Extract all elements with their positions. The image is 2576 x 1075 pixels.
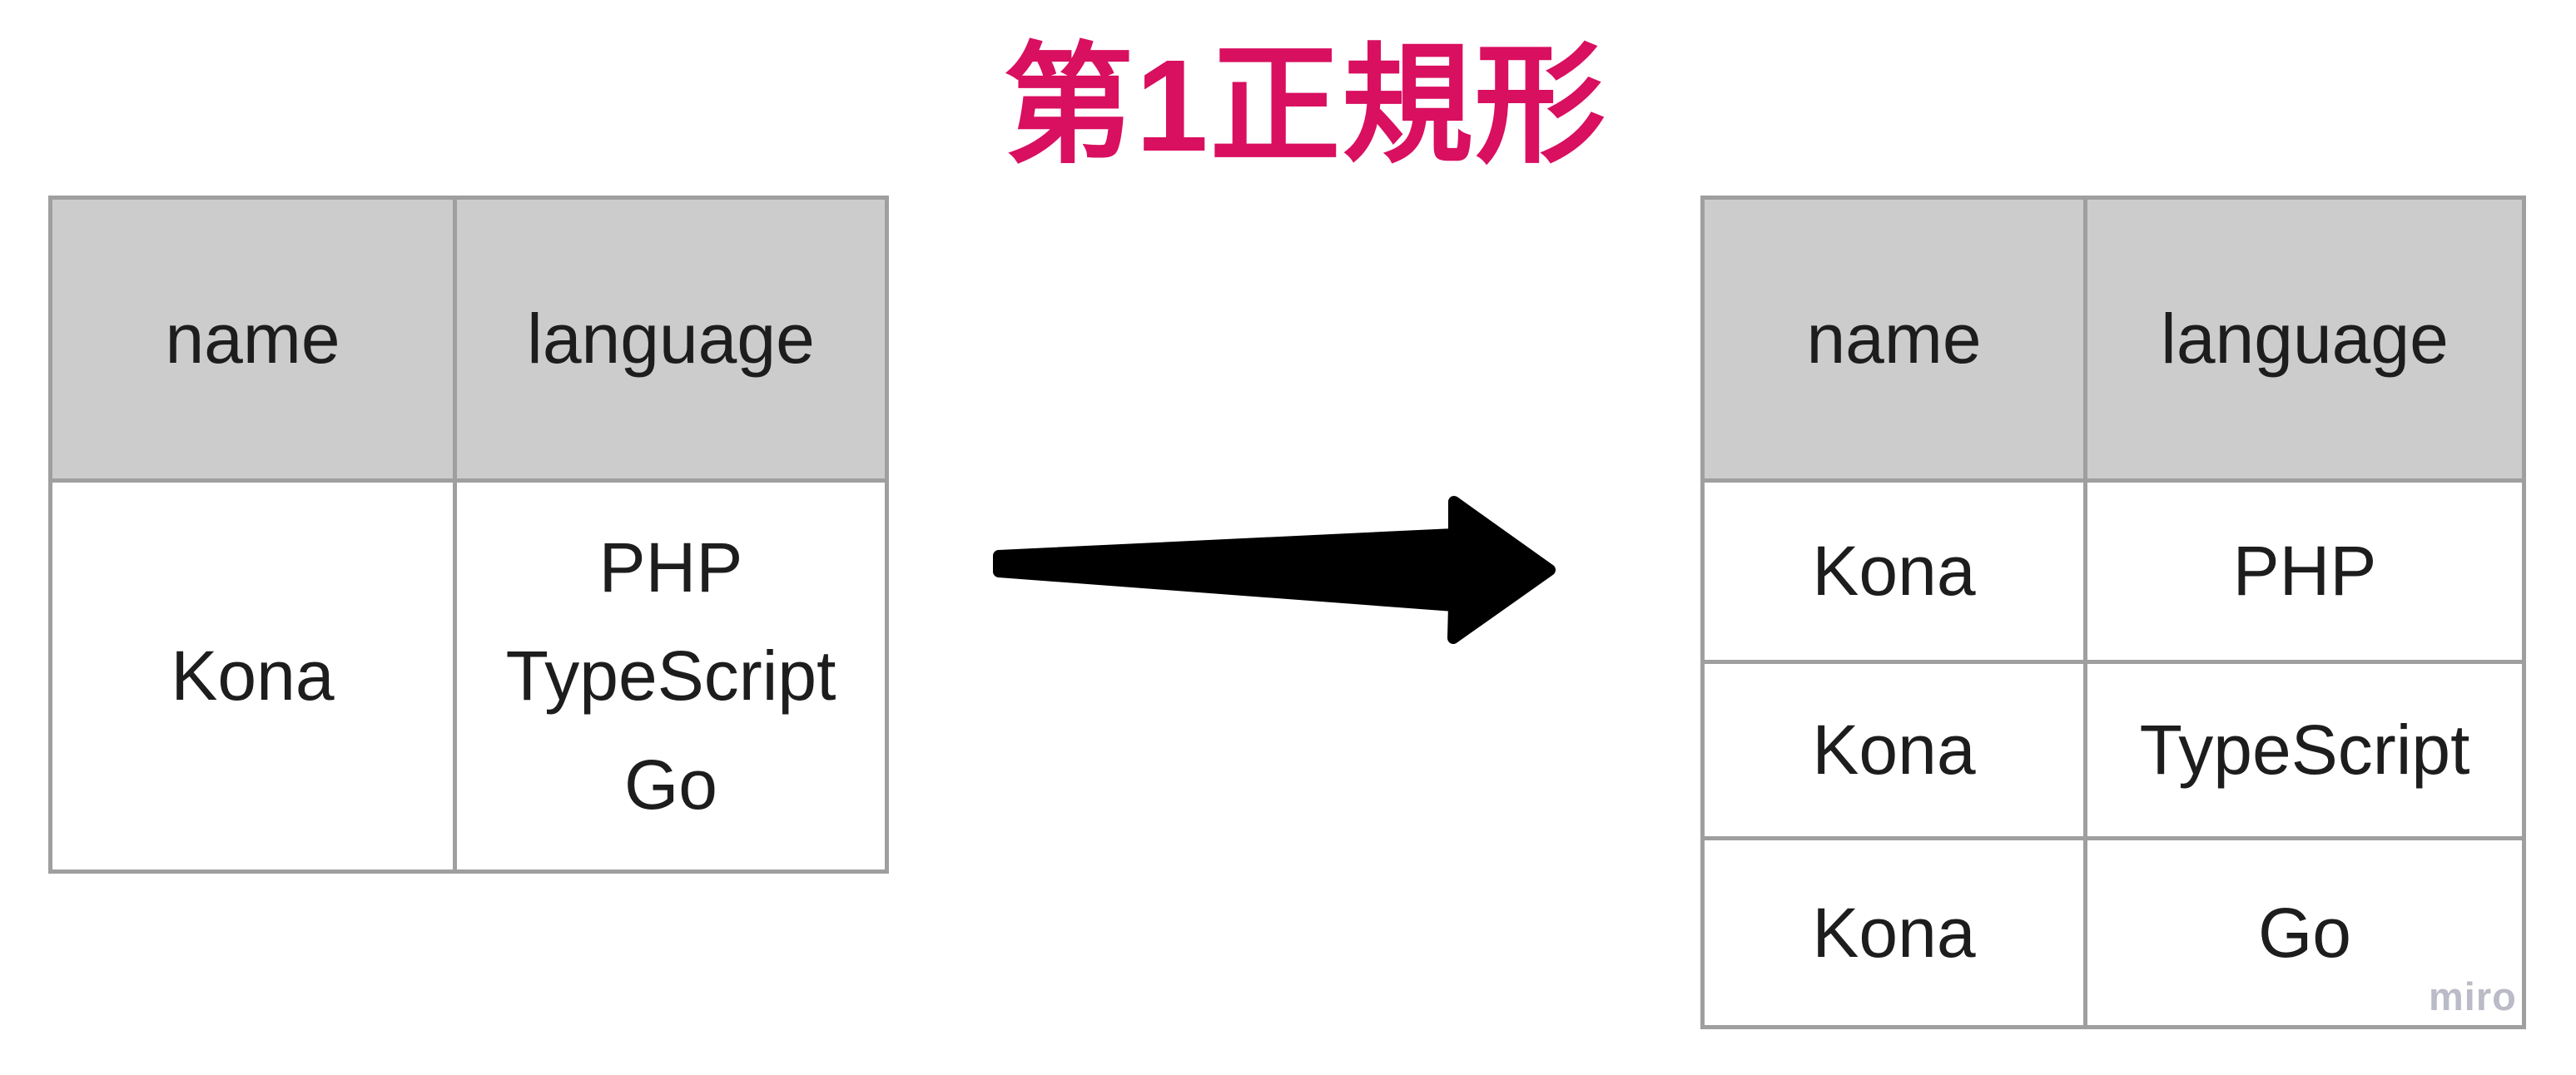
table-row: Kona TypeScript	[1700, 660, 2526, 840]
language-value: PHP	[598, 528, 743, 607]
table-header-row: name language	[1700, 196, 2526, 483]
cell-name: Kona	[1700, 836, 2087, 1029]
column-header-language: language	[2083, 196, 2526, 483]
cell-name: Kona	[1700, 660, 2087, 840]
cell-language: TypeScript	[2083, 660, 2526, 840]
language-value: TypeScript	[505, 637, 836, 716]
cell-language: Go	[2083, 836, 2526, 1029]
column-header-name: name	[48, 196, 457, 483]
cell-language: PHP	[2083, 478, 2526, 664]
table-row: Kona PHP	[1700, 478, 2526, 664]
miro-watermark-logo: miro	[2429, 974, 2517, 1018]
page-title: 第1正規形	[1003, 33, 1607, 179]
column-header-language: language	[453, 196, 889, 483]
cell-name: Kona	[1700, 478, 2087, 664]
language-value: Go	[623, 745, 718, 824]
table-row: Kona Go	[1700, 836, 2526, 1029]
table-row: Kona PHP TypeScript Go	[48, 478, 889, 874]
column-header-name: name	[1700, 196, 2087, 483]
cell-name: Kona	[48, 478, 457, 874]
table-first-normal-form: name language Kona PHP Kona TypeScript K…	[1700, 196, 2526, 1029]
table-unnormalized: name language Kona PHP TypeScript Go	[48, 196, 889, 874]
table-header-row: name language	[48, 196, 889, 483]
right-arrow-icon	[992, 478, 1562, 661]
cell-language-multivalue: PHP TypeScript Go	[453, 478, 889, 874]
